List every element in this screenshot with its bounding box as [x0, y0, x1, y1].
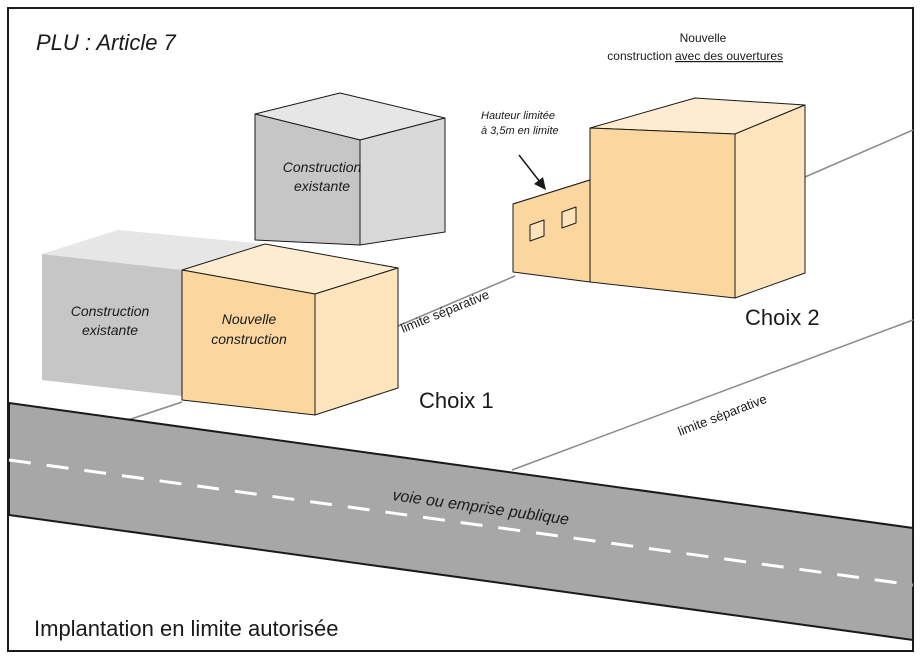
arrow-line — [518, 154, 541, 183]
property-lines — [127, 129, 914, 471]
existing-building-left-front — [42, 254, 182, 396]
new-building-2-front — [589, 127, 736, 299]
window-icon — [529, 219, 545, 242]
lot-line-rear — [804, 129, 914, 178]
new-building-choice-2 — [589, 97, 806, 299]
new-building-1-side — [314, 267, 399, 416]
height-note-line2: à 3,5m en limite — [481, 125, 559, 137]
arrow-head-icon — [534, 177, 546, 190]
choice-2-label: Choix 2 — [745, 305, 820, 330]
new-building-2-side — [734, 104, 806, 299]
new-openings-label-underlined: avec des ouvertures — [675, 49, 783, 63]
existing-left-label-line1: Construction — [71, 303, 150, 319]
limite-separative-line-2 — [511, 319, 914, 471]
existing-left-label-line2: existante — [82, 322, 138, 338]
height-note-line1: Hauteur limitée — [481, 110, 555, 122]
existing-building-left — [42, 230, 265, 396]
new-building-1-label-line2: construction — [211, 331, 287, 347]
new-building-1-label-line1: Nouvelle — [222, 311, 277, 327]
existing-building-top-side — [359, 117, 446, 246]
public-road — [8, 401, 914, 642]
height-note-arrow — [518, 154, 546, 190]
page-title: PLU : Article 7 — [36, 30, 177, 55]
new-building-choice-1 — [181, 243, 399, 416]
diagram-caption: Implantation en limite autorisée — [34, 616, 339, 641]
existing-top-label-line1: Construction — [283, 159, 362, 175]
new-openings-label-line1: Nouvelle — [680, 31, 727, 45]
window-icon — [561, 206, 577, 229]
choice-1-label: Choix 1 — [419, 388, 494, 413]
existing-top-label-line2: existante — [294, 178, 350, 194]
limite-separative-line-1 — [397, 275, 516, 327]
annex-choice-2 — [512, 179, 591, 283]
existing-building-top — [254, 92, 446, 246]
road-center-dashes — [8, 458, 914, 587]
new-openings-label-line2: construction — [607, 49, 672, 63]
existing-building-left-roof — [42, 230, 265, 270]
lot-line-front-left — [127, 401, 183, 421]
